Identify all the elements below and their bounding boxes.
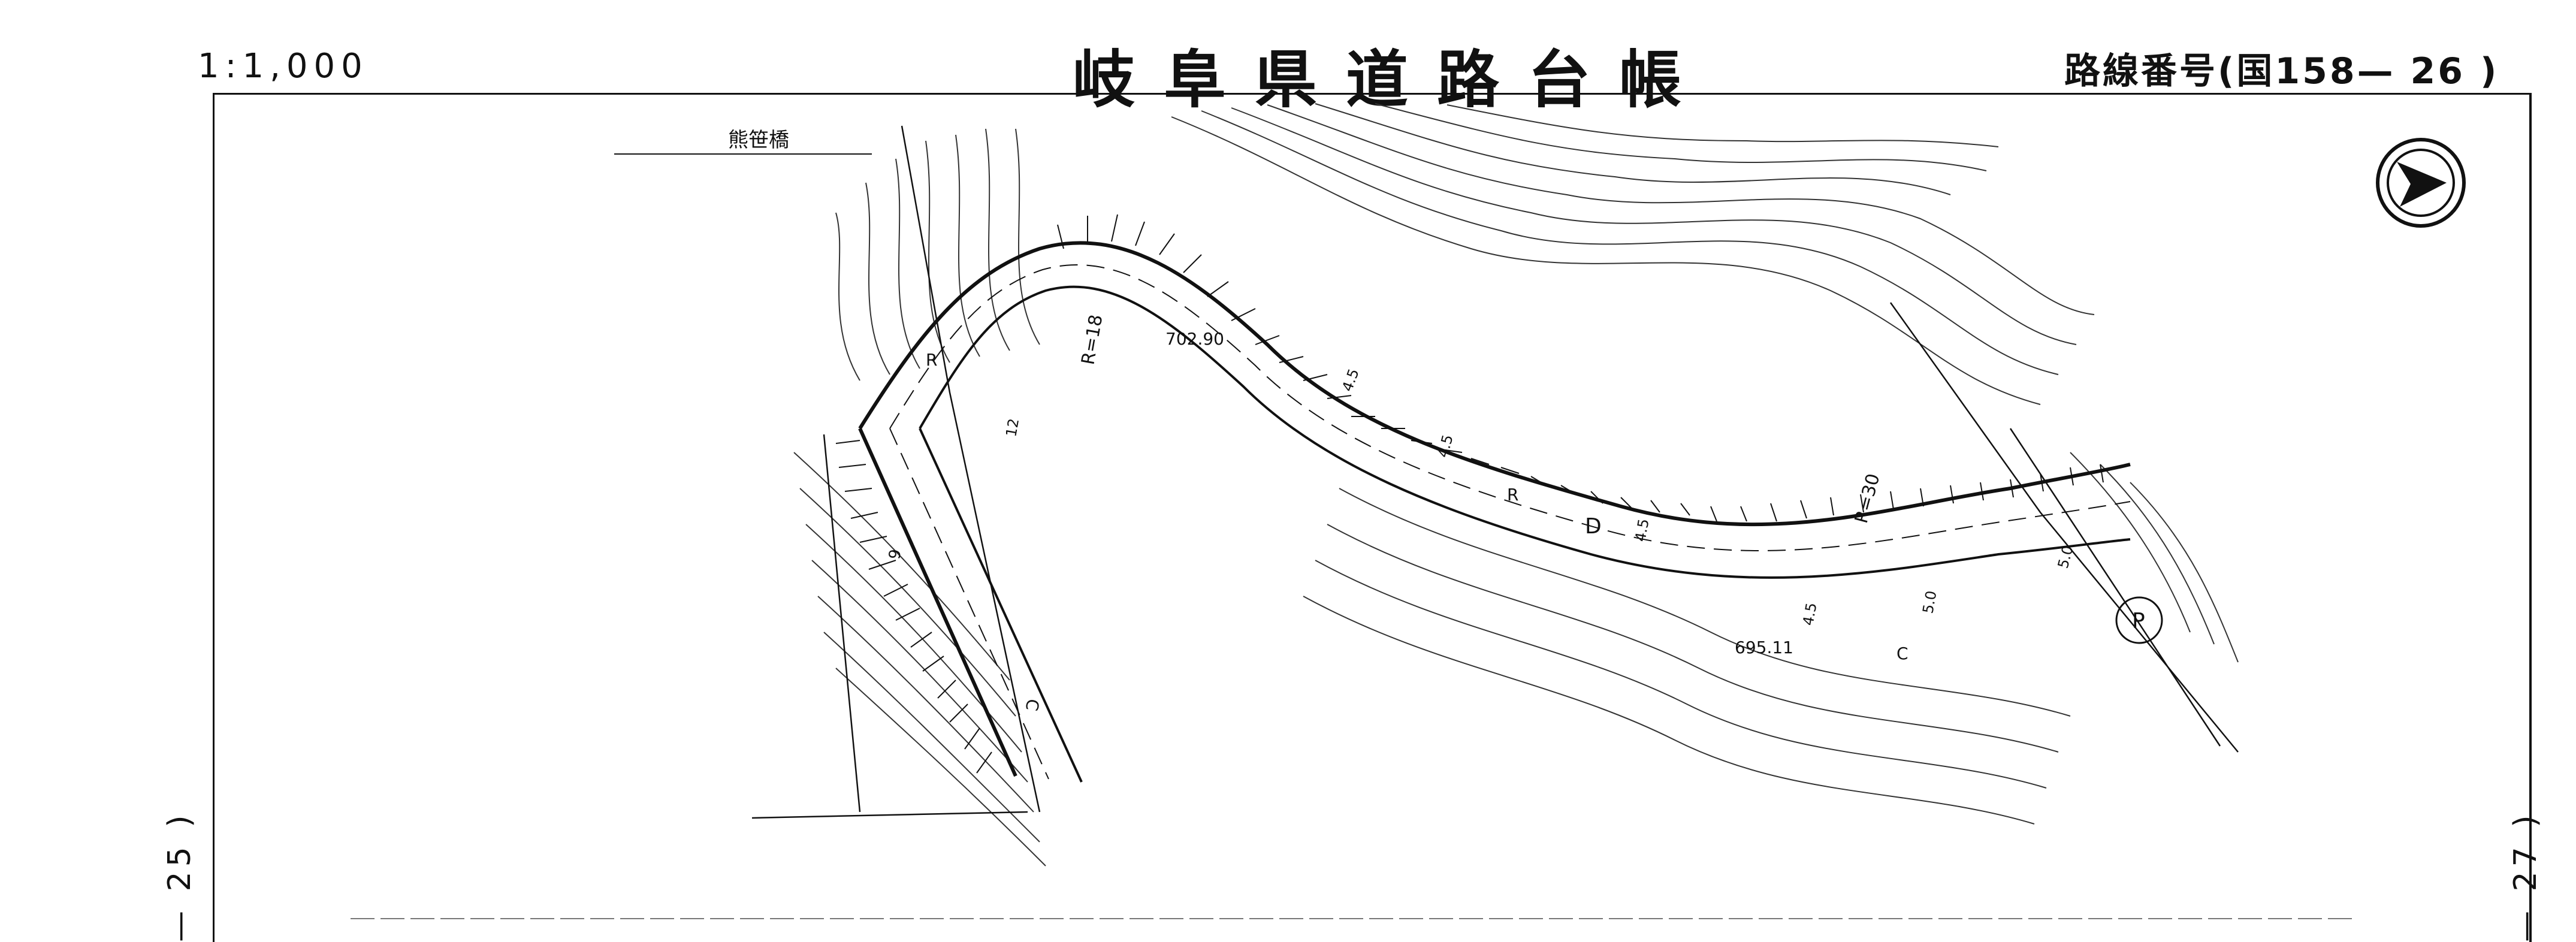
contour-line [1315,103,1951,195]
contour-line [835,668,1046,866]
road-mark: C [1022,698,1043,712]
ridge-line [1889,302,2239,753]
bridge-name: 熊笹橋 [728,128,789,152]
contour-line [823,632,1040,843]
map-border [213,93,2532,942]
elevation-label: 695.11 [1735,638,1793,657]
map-scale: 1:1,000 [198,47,369,86]
elevation-label: 702.90 [1165,329,1224,349]
contour-line [955,134,980,357]
embankment-hatch [835,440,992,774]
contour-line [1267,104,2095,315]
contour-line [985,128,1010,351]
parking-mark: P [2132,609,2145,633]
curve-radius-label: R=18 [1077,313,1107,366]
contour-line [1201,110,2059,375]
road-centerline [889,428,1049,780]
road-edge-inner [919,428,1083,783]
road-map-frame: 熊笹橋 702.90 695.11 R=18 R=30 4.5 4.5 4.5 … [213,93,2532,942]
ridge-line [901,125,1041,813]
road-width-label: 12 [1002,417,1022,438]
contour-line [1303,596,2035,825]
contour-line [2070,452,2191,633]
contour-line [1446,104,1999,147]
road-mark: C [1896,644,1908,663]
contour-line [1327,524,2059,753]
road-edge-inner [919,285,2131,579]
contour-line [2100,464,2215,645]
contour-line [1315,560,2047,789]
ridge-line [751,811,1028,819]
contour-line [895,158,920,369]
road-mark: D [1585,514,1602,539]
road-width-label: 5.0 [1919,590,1940,615]
embankment-hatch [1057,214,2104,522]
route-number: 路線番号(国158— 26 ) [2064,50,2499,92]
road-width-label: 6 [884,548,903,561]
road-centerline [889,264,2131,551]
road-width-label: 4.5 [1632,518,1652,543]
road-width-label: 4.5 [1799,602,1820,627]
road-edge-outer [858,241,2131,527]
road-width-label: 4.5 [1339,367,1362,394]
north-arrow-icon [2376,138,2466,228]
contour-line [835,212,860,381]
contour-line [925,140,950,363]
contour-line [1015,128,1040,345]
parking-circle [2115,596,2163,644]
contour-line [1339,488,2071,717]
contour-line [1375,103,1987,171]
contour-line [1171,116,2041,405]
road-mark: R [1507,485,1518,505]
curve-radius-label: R=30 [1851,472,1885,526]
page-number-left: — 25 ) [162,810,198,942]
contour-line [793,452,1010,681]
contour-line [865,182,890,375]
contour-line [1231,107,2077,345]
ridge-line [823,434,861,813]
road-plan-drawing: 熊笹橋 702.90 695.11 R=18 R=30 4.5 4.5 4.5 … [213,93,2532,942]
road-mark: R [926,350,937,370]
road-edge-outer [858,427,1017,777]
contour-line [2130,482,2239,663]
contour-line [817,596,1034,813]
contour-line [799,488,1016,717]
